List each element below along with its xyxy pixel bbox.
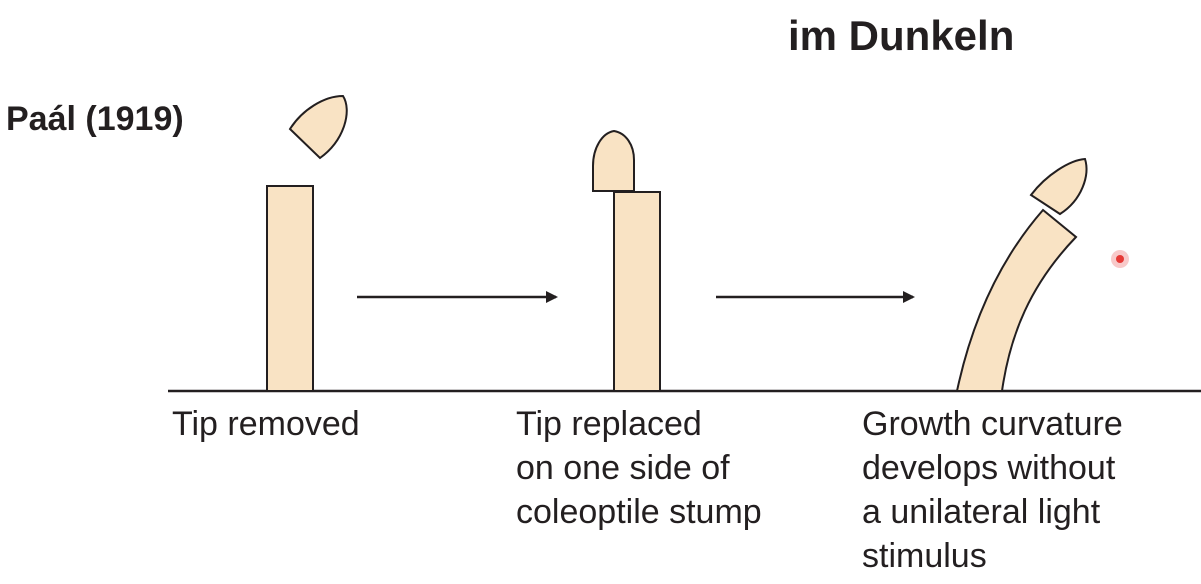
caption-line: a unilateral light [862, 493, 1101, 531]
caption-line: stimulus [862, 537, 987, 575]
removed-tip [288, 94, 348, 160]
replaced-tip [592, 129, 635, 192]
caption-line: Tip removed [172, 405, 360, 443]
caption-tip-replaced: Tip replaced on one side of coleoptile s… [516, 402, 762, 534]
author-label: Paál (1919) [6, 100, 184, 138]
caption-growth-curvature: Growth curvature develops without a unil… [862, 402, 1123, 578]
caption-tip-removed: Tip removed [172, 402, 360, 446]
caption-line: Growth curvature [862, 405, 1123, 443]
curved-coleoptile [955, 208, 1078, 392]
header-title: im Dunkeln [788, 12, 1015, 59]
coleoptile-stump-2 [613, 191, 661, 392]
curved-tip [1029, 157, 1088, 216]
caption-line: on one side of [516, 449, 730, 487]
caption-line: coleoptile stump [516, 493, 762, 531]
caption-line: develops without [862, 449, 1116, 487]
caption-line: Tip replaced [516, 405, 702, 443]
pointer-dot-center [1116, 255, 1124, 263]
coleoptile-stump-1 [266, 185, 314, 392]
